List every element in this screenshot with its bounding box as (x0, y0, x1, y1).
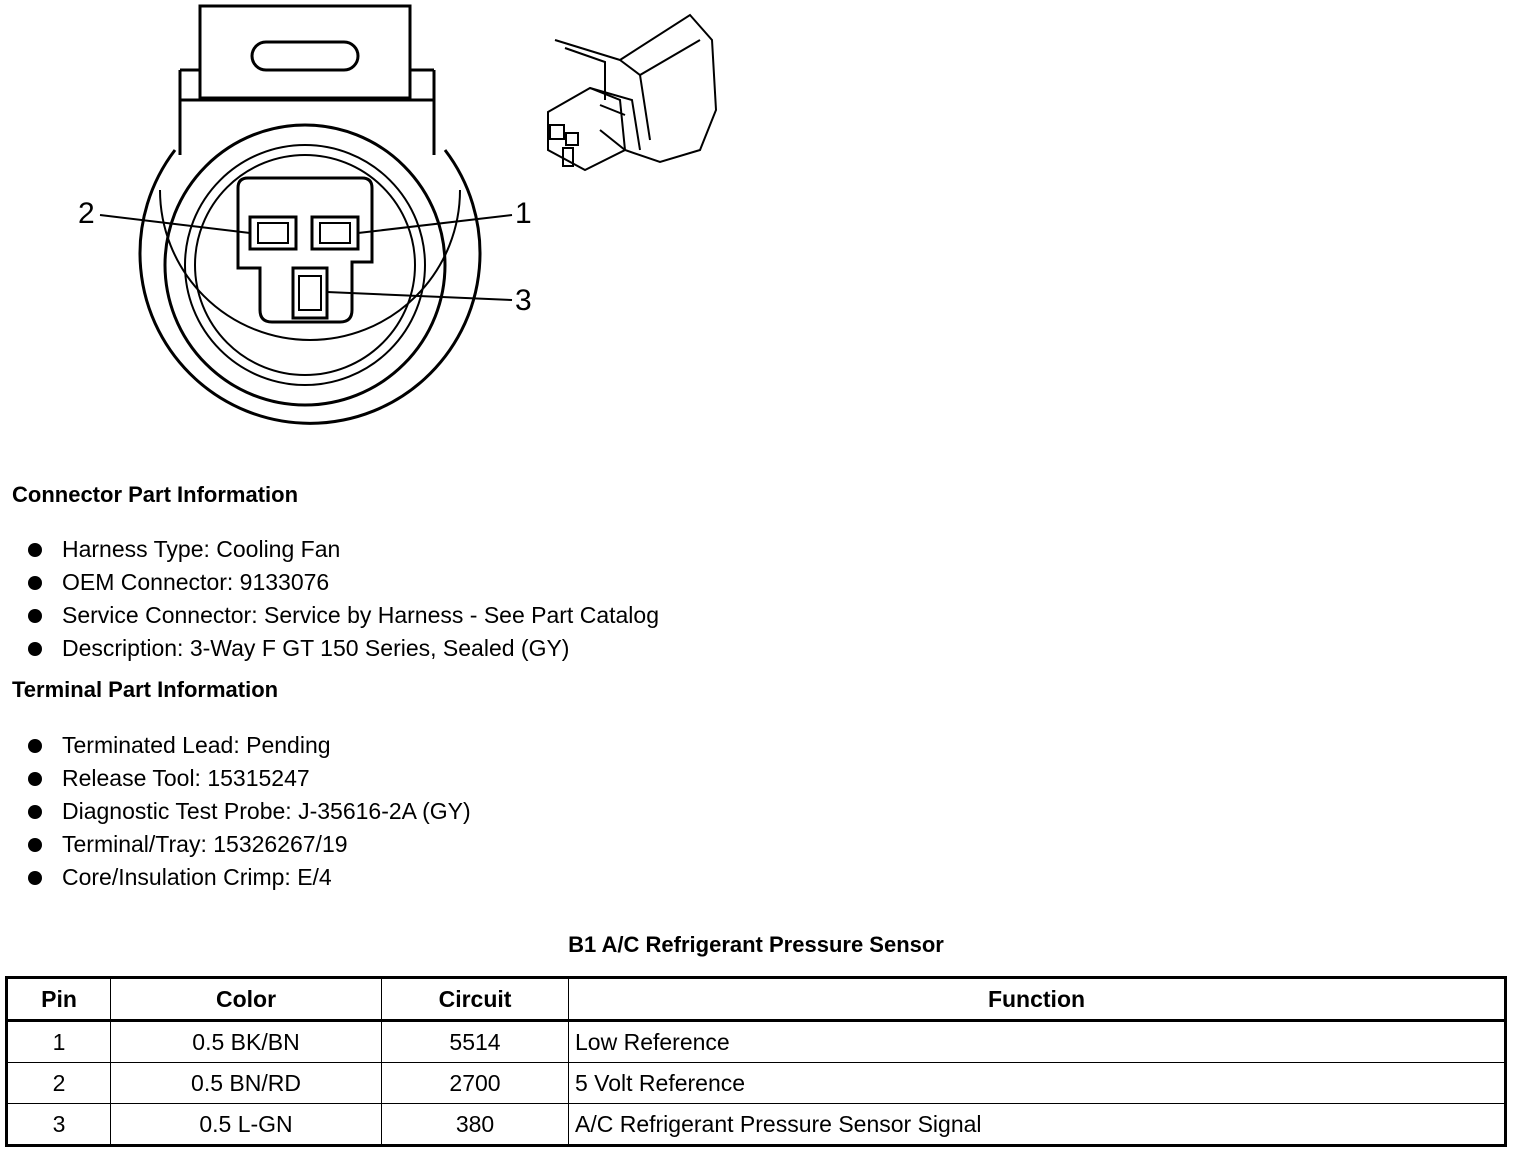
list-item: Terminal/Tray: 15326267/19 (28, 828, 471, 861)
list-item: Release Tool: 15315247 (28, 762, 471, 795)
cell-function: 5 Volt Reference (568, 1062, 1506, 1104)
list-item-text: Terminated Lead: Pending (62, 732, 331, 758)
cell-color: 0.5 BN/RD (110, 1062, 382, 1104)
cell-pin: 2 (6, 1062, 111, 1104)
table-row: 1 0.5 BK/BN 5514 Low Reference (6, 1020, 1506, 1063)
connector-part-info-heading: Connector Part Information (12, 482, 299, 507)
table-header-row: Pin Color Circuit Function (6, 977, 1506, 1022)
cell-circuit: 380 (381, 1103, 569, 1146)
column-header-pin: Pin (6, 977, 111, 1022)
column-header-color: Color (110, 977, 382, 1022)
cell-pin: 1 (6, 1020, 111, 1063)
list-item: OEM Connector: 9133076 (28, 566, 659, 599)
bullet-icon (28, 608, 42, 623)
table-row: 2 0.5 BN/RD 2700 5 Volt Reference (6, 1062, 1506, 1104)
column-header-function: Function (568, 977, 1506, 1022)
list-item: Harness Type: Cooling Fan (28, 533, 659, 566)
terminal-part-info-list: Terminated Lead: Pending Release Tool: 1… (28, 729, 471, 894)
list-item-text: Core/Insulation Crimp: E/4 (62, 864, 332, 890)
pin-label-2: 2 (78, 197, 95, 230)
bullet-icon (28, 771, 42, 786)
list-item-text: OEM Connector: 9133076 (62, 569, 330, 595)
list-item: Service Connector: Service by Harness - … (28, 599, 659, 632)
list-item-text: Release Tool: 15315247 (62, 765, 310, 791)
list-item: Core/Insulation Crimp: E/4 (28, 861, 471, 894)
cell-circuit: 5514 (381, 1020, 569, 1063)
cell-function: A/C Refrigerant Pressure Sensor Signal (568, 1103, 1506, 1146)
connector-diagram (99, 4, 718, 425)
list-item: Terminated Lead: Pending (28, 729, 471, 762)
column-header-circuit: Circuit (381, 977, 569, 1022)
list-item-text: Harness Type: Cooling Fan (62, 536, 341, 562)
list-item-text: Description: 3-Way F GT 150 Series, Seal… (62, 635, 570, 661)
cell-function: Low Reference (568, 1020, 1506, 1063)
connector-part-info-list: Harness Type: Cooling Fan OEM Connector:… (28, 533, 659, 665)
list-item-text: Diagnostic Test Probe: J-35616-2A (GY) (62, 798, 471, 824)
list-item: Diagnostic Test Probe: J-35616-2A (GY) (28, 795, 471, 828)
bullet-icon (28, 870, 42, 885)
list-item-text: Service Connector: Service by Harness - … (62, 602, 659, 628)
bullet-icon (28, 542, 42, 557)
cell-color: 0.5 BK/BN (110, 1020, 382, 1063)
list-item: Description: 3-Way F GT 150 Series, Seal… (28, 632, 659, 665)
bullet-icon (28, 738, 42, 753)
table-row: 3 0.5 L-GN 380 A/C Refrigerant Pressure … (6, 1103, 1506, 1146)
cell-color: 0.5 L-GN (110, 1103, 382, 1146)
terminal-part-info-heading: Terminal Part Information (12, 677, 279, 702)
list-item-text: Terminal/Tray: 15326267/19 (62, 831, 348, 857)
bullet-icon (28, 837, 42, 852)
cell-circuit: 2700 (381, 1062, 569, 1104)
bullet-icon (28, 804, 42, 819)
table-title: B1 A/C Refrigerant Pressure Sensor (568, 932, 944, 957)
pinout-table: Pin Color Circuit Function 1 0.5 BK/BN 5… (5, 976, 1507, 1147)
bullet-icon (28, 575, 42, 590)
pin-label-1: 1 (515, 197, 532, 230)
cell-pin: 3 (6, 1103, 111, 1146)
bullet-icon (28, 641, 42, 656)
pin-label-3: 3 (515, 284, 532, 317)
